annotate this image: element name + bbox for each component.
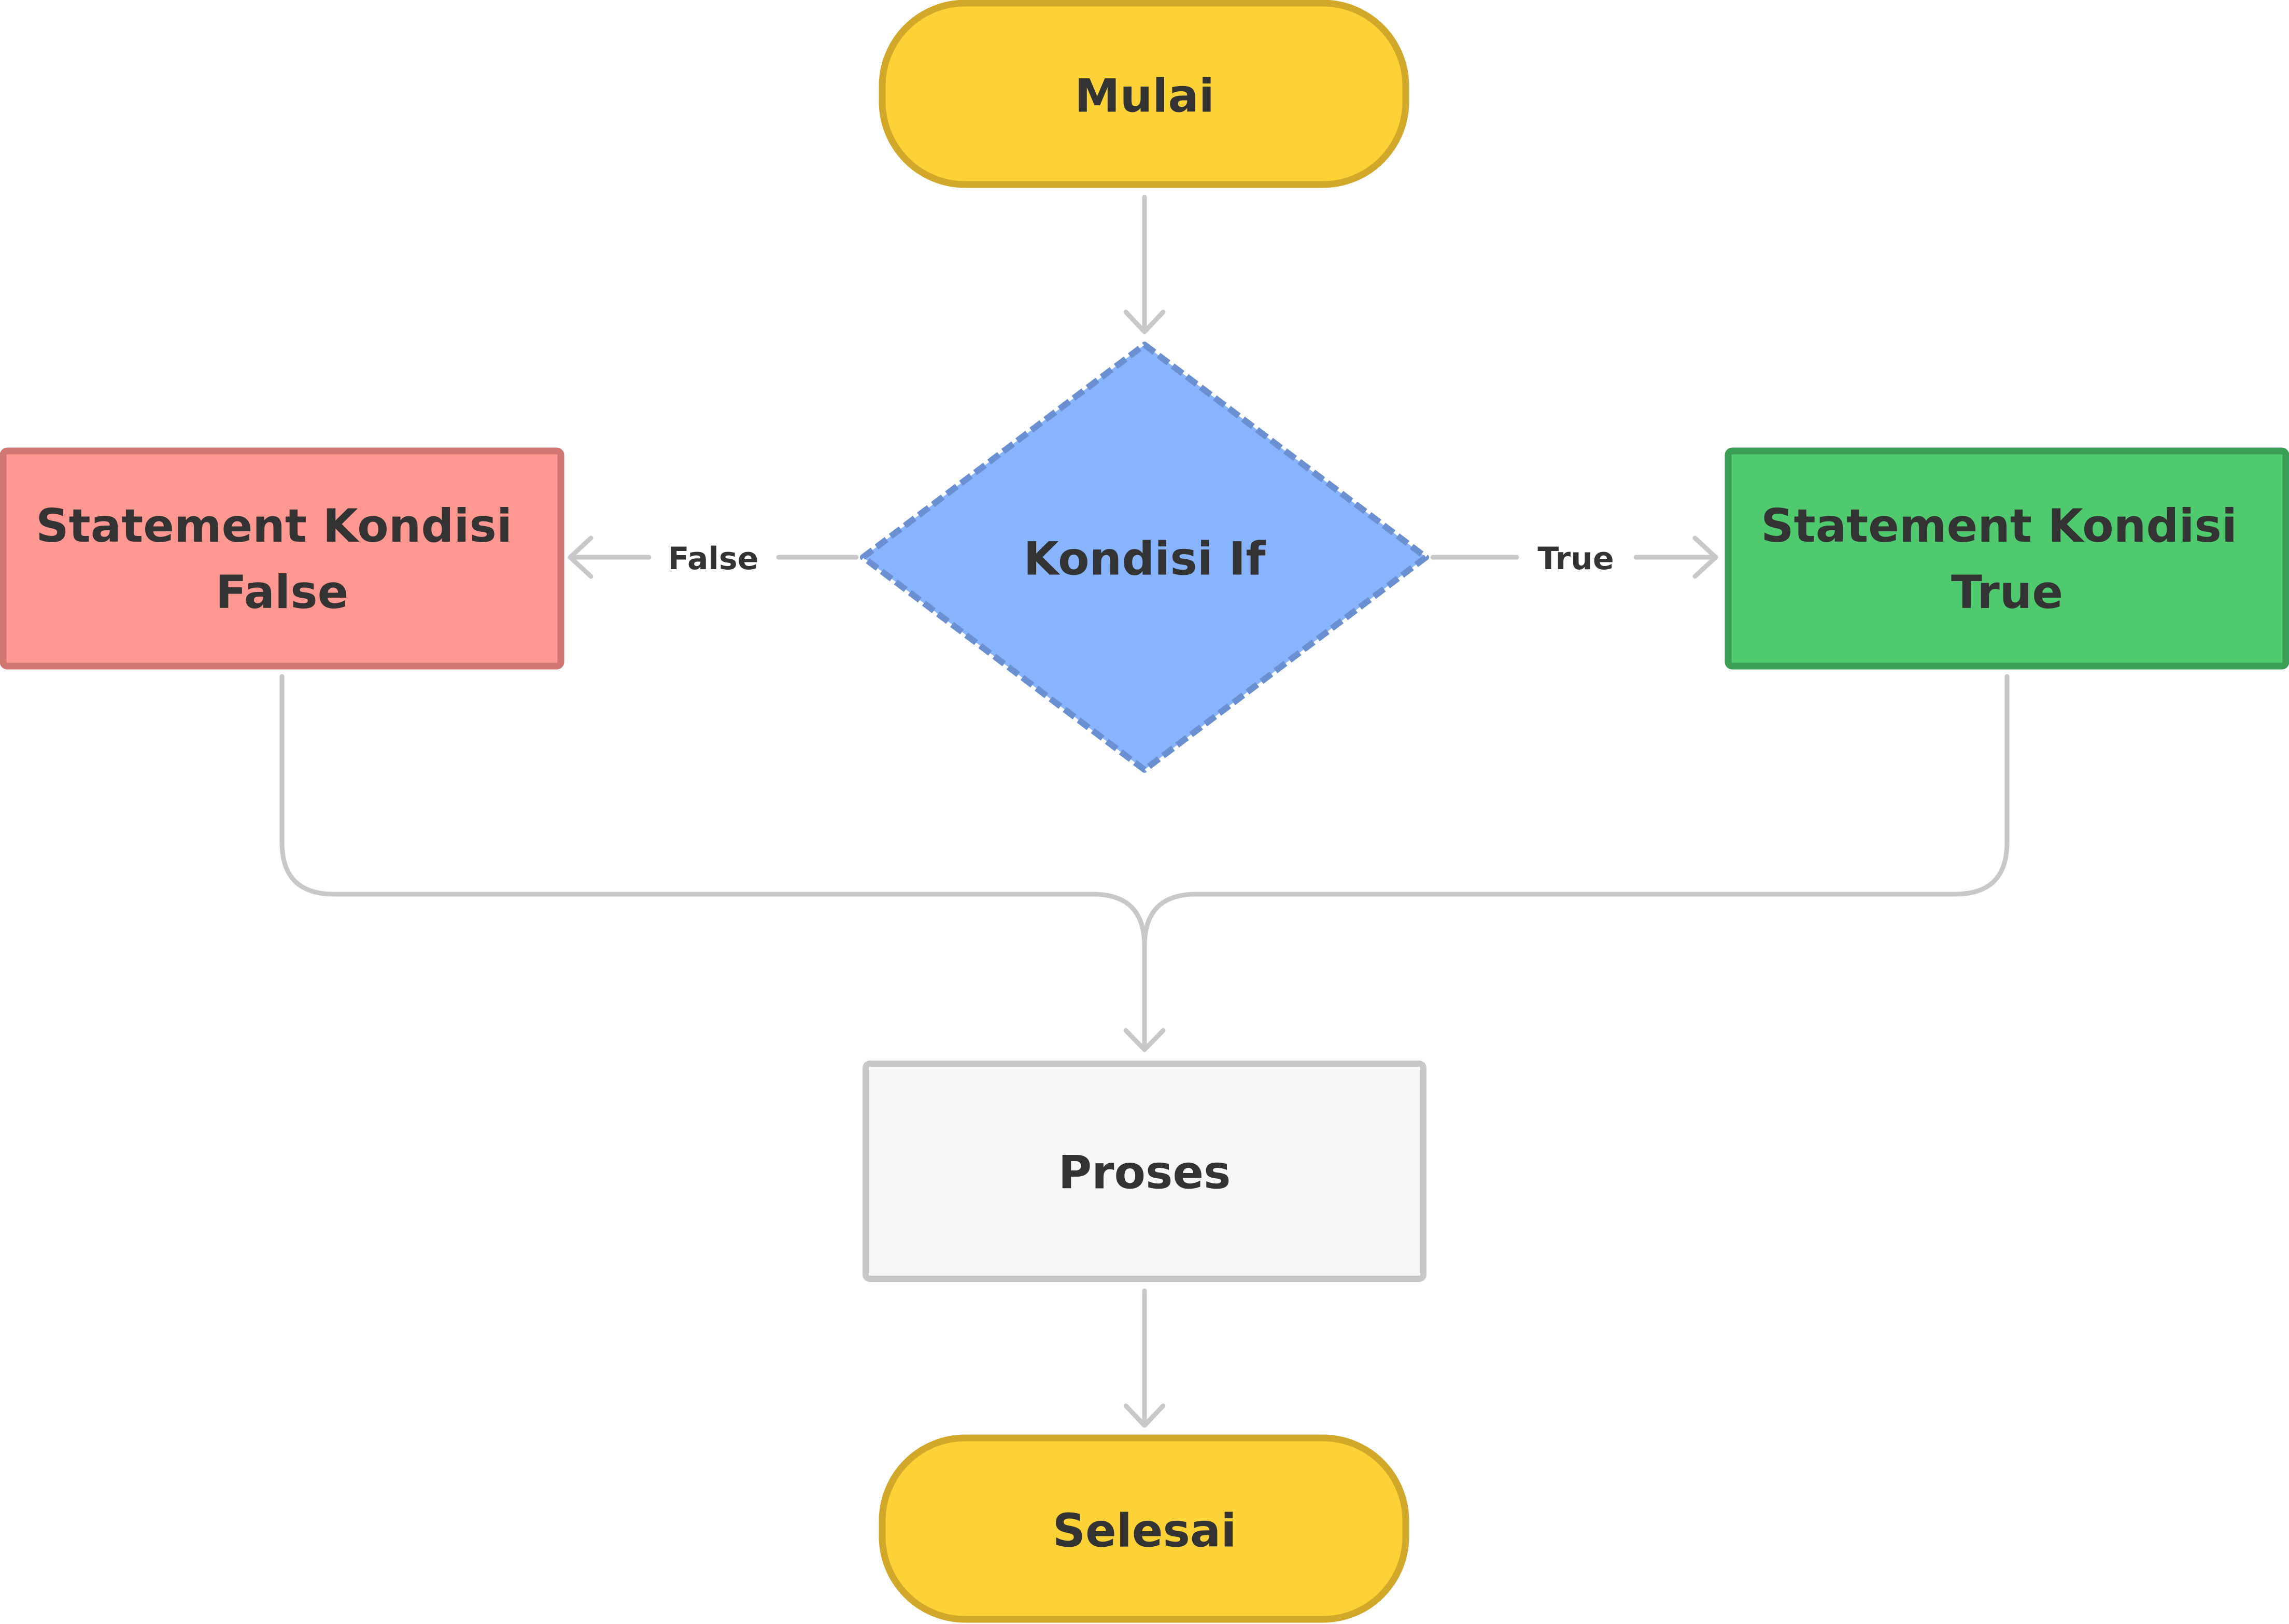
arrowhead-left-icon xyxy=(568,535,594,579)
false-statement-line2: False xyxy=(216,566,349,619)
edge-label-true: True xyxy=(1537,541,1614,577)
true-statement-line2: True xyxy=(1951,566,2063,619)
arrowhead-right-icon xyxy=(1692,535,1718,579)
edge-condition-to-true: True xyxy=(1430,535,1718,579)
true-statement-node: Statement Kondisi True xyxy=(1725,447,2289,670)
start-node: Mulai xyxy=(879,0,1409,188)
condition-node: Kondisi If xyxy=(860,342,1429,773)
arrowhead-down-icon xyxy=(1123,1403,1166,1428)
end-node: Selesai xyxy=(879,1434,1409,1623)
end-label: Selesai xyxy=(1053,1504,1237,1558)
arrowhead-down-icon xyxy=(1123,309,1166,334)
edge-false-to-process xyxy=(279,674,1147,1052)
condition-label: Kondisi If xyxy=(1023,532,1266,586)
false-statement-label: Statement Kondisi False xyxy=(36,499,528,619)
process-node: Proses xyxy=(863,1061,1426,1282)
process-label: Proses xyxy=(1058,1146,1231,1199)
start-label: Mulai xyxy=(1075,69,1214,123)
edge-condition-to-false: False xyxy=(568,535,859,579)
edge-label-false: False xyxy=(668,541,759,577)
edge-start-to-condition xyxy=(1123,194,1166,334)
false-statement-node: Statement Kondisi False xyxy=(0,447,564,670)
edge-process-to-end xyxy=(1123,1288,1166,1428)
arrowhead-down-icon xyxy=(1123,1028,1166,1052)
true-statement-label: Statement Kondisi True xyxy=(1761,499,2253,619)
edge-true-to-process xyxy=(1123,674,2010,1052)
false-statement-line1: Statement Kondisi xyxy=(36,499,512,553)
true-statement-line1: Statement Kondisi xyxy=(1761,499,2237,553)
